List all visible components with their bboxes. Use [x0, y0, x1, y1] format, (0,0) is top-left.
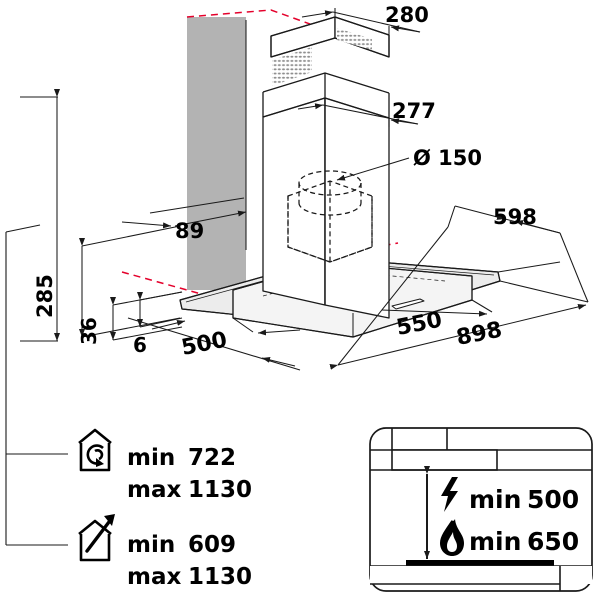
- dim-500: 500: [179, 328, 229, 361]
- extraction-house-icon: [78, 514, 115, 562]
- dim-280: 280: [385, 3, 429, 27]
- legend-max-value-1: 1130: [188, 477, 252, 503]
- legend-max-label-2: max: [127, 564, 181, 590]
- dim-6: 6: [133, 333, 147, 357]
- legend-min-value-2: 609: [188, 532, 236, 558]
- legend-max-label-1: max: [127, 477, 181, 503]
- legend-min-value-1: 722: [188, 445, 236, 471]
- clearance-inset-panel: min 500 min 650: [369, 427, 593, 592]
- dimension-lines: [20, 8, 589, 371]
- recirculation-house-icon: [78, 428, 112, 472]
- legend-min-label-2: min: [127, 532, 175, 558]
- dim-d150: Ø 150: [413, 146, 482, 170]
- dim-89: 89: [175, 219, 204, 243]
- dim-285: 285: [33, 274, 57, 318]
- dim-898: 898: [454, 318, 504, 351]
- legend-max-value-2: 1130: [188, 564, 252, 590]
- lightning-bolt-icon: [441, 477, 458, 512]
- legend-row-recirculation: min 722 max 1130: [78, 428, 252, 503]
- clearance-label-gas: min: [469, 527, 521, 556]
- flame-icon: [440, 519, 464, 556]
- dim-36: 36: [77, 317, 101, 345]
- clearance-value-electric: 500: [527, 485, 579, 514]
- legend-row-extraction: min 609 max 1130: [78, 514, 252, 590]
- clearance-value-gas: 650: [527, 527, 579, 556]
- dim-277: 277: [392, 99, 436, 123]
- clearance-label-electric: min: [469, 485, 521, 514]
- legend-bracket: [5, 224, 68, 546]
- dim-598: 598: [493, 205, 537, 229]
- wall-panel: [128, 17, 246, 290]
- legend-min-label-1: min: [127, 445, 175, 471]
- motor-and-duct-hidden-outline: [287, 170, 373, 263]
